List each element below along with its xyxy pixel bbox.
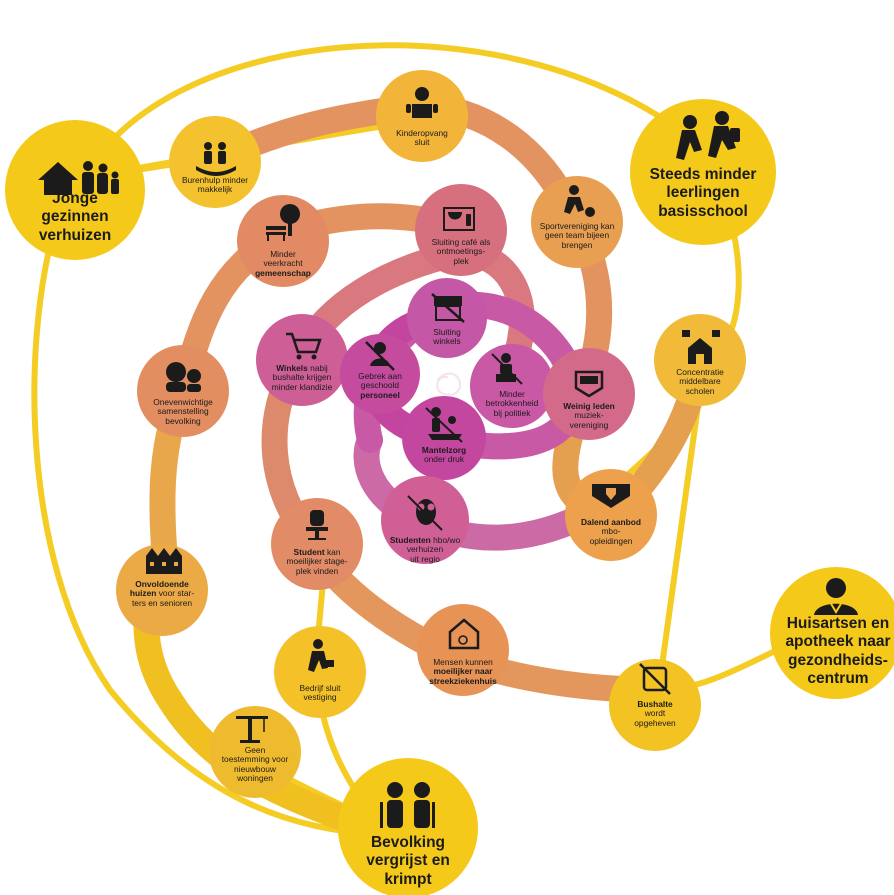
node-text: Kinderopvang sluit [396,128,448,148]
node-text: Onevenwichtige samenstelling bevolking [153,397,213,426]
node-streekziekenhuis: Mensen kunnen moeilijker naar streekziek… [420,657,506,686]
park-bench-icon [266,204,300,241]
node-burenhulp: Burenhulp minder makkelijk [172,175,258,195]
node-text-bold: Winkels [276,363,308,373]
node-sluiting-cafe: Sluiting café als ontmoetings- plek [418,237,504,266]
node-dalend-aanbod-mbo: Dalend aanbod mbo- opleidingen [568,517,654,546]
node-text: mbo- opleidingen [589,526,633,546]
node-bedrijf-sluit: Bedrijf sluit vestiging [277,683,363,703]
node-text: Burenhulp minder makkelijk [181,175,249,195]
node-text-bold: Student [293,547,325,557]
node-studenten-verhuizen: Studenten hbo/wo verhuizen uit regio [382,535,468,564]
node-text-bold: Weinig leden [563,401,615,411]
baby-icon [406,87,438,118]
closed-shop-icon [431,293,465,323]
node-gebrek-personeel: Gebrek aan geschoold personeel [337,371,423,400]
node-weinig-leden-muziek: Weinig leden muziek- vereniging [546,401,632,430]
children-running-icon [676,111,740,160]
big-node-huisartsen: Huisartsen en apotheek naar gezondheids-… [785,615,891,687]
node-concentratie-middelbare-scholen: Concentratie middelbare scholen [657,367,743,396]
soccer-player-icon [564,185,595,217]
node-minder-betrokkenheid: Minder betrokkenheid bij politiek [469,389,555,418]
small-node-circles [116,70,746,798]
node-text-bold: Onvoldoende huizen [129,579,189,599]
node-text: onder druk [423,454,465,465]
node-mantelzorg: Mantelzorg onder druk [401,445,487,465]
node-text: voor star- ters en senioren [131,588,195,608]
houses-row-icon [146,548,182,574]
big-node-bevolking-vergrijst: Bevolking vergrijst en krimpt [366,834,450,888]
node-text-bold: Bushalte [637,699,673,709]
voting-icon [491,353,523,385]
node-text-bold: Mantelzorg [421,445,467,455]
no-staff-icon [365,341,395,371]
spiral-icon [436,372,462,396]
walking-businessman-icon [308,639,334,672]
node-winkels-bushalte: Winkels nabij bushalte krijgen minder kl… [259,363,345,392]
node-sluiting-winkels: Sluiting winkels [404,327,490,347]
node-text: Bedrijf sluit vestiging [299,683,341,703]
node-text: Minder betrokkenheid bij politiek [485,389,539,418]
big-node-jonge-gezinnen: Jonge gezinnen verhuizen [38,190,112,244]
caregiver-icon [425,407,463,443]
music-banner-icon [574,370,604,398]
node-student-stageplek: Student kan moeilijker stage- plek vinde… [274,547,360,576]
wheelchair-house-icon [448,618,480,650]
node-text-bold: gemeenschap [255,267,311,278]
school-building-icon [682,330,720,364]
node-text: Mensen kunnen [433,657,493,667]
node-text: wordt opgeheven [634,708,676,728]
owl-icon [407,495,443,531]
node-geen-nieuwbouw: Geen toestemming voor nieuwbouw woningen [212,745,298,784]
elderly-couple-icon [380,782,435,828]
node-icons [38,87,858,828]
node-text: Concentratie middelbare scholen [676,367,724,396]
node-text: Gebrek aan geschoold [358,371,402,391]
node-text-bold: personeel [360,389,400,400]
node-text: Minder veerkracht [263,249,303,269]
crane-icon [236,716,268,743]
node-kinderopvang: Kinderopvang sluit [379,128,465,148]
node-text-bold: Dalend aanbod [580,517,642,527]
node-text: kan moeilijker stage- plek vinden [286,547,348,576]
node-sportvereniging: Sportvereniging kan geen team bijeen bre… [534,221,620,250]
node-minder-veerkracht: Minder veerkracht gemeenschap [240,249,326,278]
node-text: nabij bushalte krijgen minder klandizie [271,363,333,392]
node-text-bold: moeilijker naar streekziekenhuis [429,666,497,686]
bus-crossed-icon [639,663,671,695]
node-text: muziek- vereniging [569,410,609,430]
wine-glass-icon [443,207,475,231]
node-onevenwichtige-samenstelling: Onevenwichtige samenstelling bevolking [140,397,226,426]
node-onvoldoende-huizen: Onvoldoende huizen voor star- ters en se… [119,579,205,608]
node-text: Sluiting café als ontmoetings- plek [431,237,491,266]
office-chair-icon [306,510,328,540]
elderly-faces-icon [166,362,201,392]
big-node-steeds-minder-leerlingen: Steeds minder leerlingen basisschool [649,166,757,220]
shopping-cart-icon [286,332,322,360]
helping-hand-icon [196,142,236,176]
node-text: hbo/wo verhuizen uit regio [406,535,461,564]
node-text-bold: Studenten [389,535,431,545]
node-text: Sluiting winkels [433,327,461,347]
shield-down-icon [592,484,630,508]
node-text: Sportvereniging kan geen team bijeen bre… [539,221,615,250]
node-bushalte-opgeheven: Bushalte wordt opgeheven [612,699,698,728]
house-family-icon [38,161,119,195]
node-text: Geen toestemming voor nieuwbouw woningen [221,745,289,784]
doctor-icon [814,578,858,615]
